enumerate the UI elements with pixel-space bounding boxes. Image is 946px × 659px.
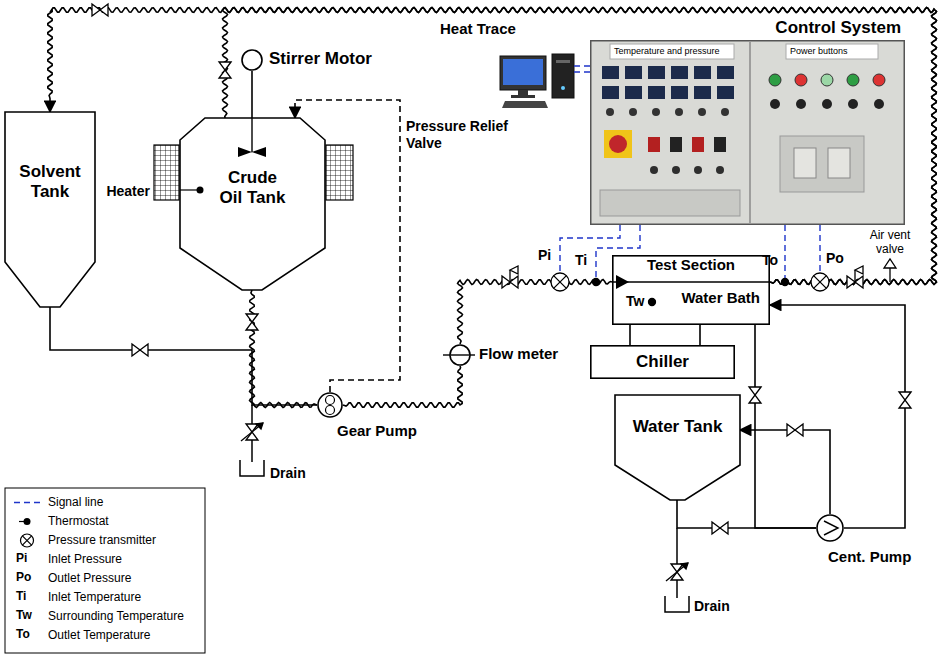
pipe-line: [699, 325, 701, 345]
drain-label: Drain: [270, 465, 306, 482]
legend-key: Ti: [16, 589, 26, 603]
legend-row: Inlet Temperature: [10, 589, 202, 606]
pipe-line: [629, 325, 631, 345]
node-label: Water Bath: [681, 289, 760, 307]
centrifugal-pump-outline: [816, 514, 844, 542]
legend-key: Pi: [16, 551, 27, 565]
flow-meter-outline: [449, 344, 471, 366]
node-label: Solvent Tank: [10, 162, 90, 202]
node-label: Test Section: [647, 256, 735, 274]
node-heading: Control System: [775, 18, 901, 38]
pipe-line: [755, 325, 816, 528]
valve-label: Pressure Relief Valve: [406, 118, 521, 152]
legend-sample: [12, 494, 42, 511]
legend-row: Thermostat: [10, 513, 202, 530]
stirrer-motor: Stirrer Motor: [241, 49, 263, 71]
signal-name: Po: [826, 250, 844, 267]
chiller: Chiller: [590, 345, 735, 379]
panel-label: Power buttons: [790, 46, 848, 57]
pipe-line: [770, 305, 905, 528]
valve-symbol: [92, 4, 911, 581]
panel-label: Temperature and pressure: [614, 46, 720, 57]
heat-traced-pipe: [343, 366, 462, 407]
legend-row: Signal line: [10, 494, 202, 511]
test-section: Test SectionWater Bath: [612, 255, 770, 325]
node-heading: Stirrer Motor: [269, 49, 372, 69]
legend-text: Outlet Temperature: [48, 628, 240, 643]
signal-name: Pi: [538, 247, 551, 264]
flow-meter: Flow meter: [449, 344, 471, 366]
drain-label: Drain: [694, 598, 730, 615]
water-tank-outline: [615, 395, 740, 500]
heat-traced-pipe: [223, 8, 937, 285]
node-label: Water Tank: [633, 417, 723, 437]
signal-name: Ti: [575, 252, 587, 269]
legend-sample: [12, 513, 42, 530]
valve-label: Air vent valve: [862, 228, 918, 256]
signal-name: To: [762, 252, 778, 269]
air-vent-symbol: [884, 259, 896, 282]
legend-row: Outlet Pressure: [10, 570, 202, 587]
legend-text: Signal line: [48, 495, 240, 510]
water-tank: Water Tank: [615, 395, 740, 500]
legend-text: Outlet Pressure: [48, 571, 240, 586]
solvent-tank-outline: [5, 112, 95, 307]
computer: [500, 54, 574, 108]
solvent-tank: Solvent Tank: [5, 112, 95, 307]
legend-row: Inlet Pressure: [10, 551, 202, 568]
legend-key: Po: [16, 570, 31, 584]
part-label: Heater: [106, 183, 150, 200]
heat-traced-pipe: [458, 280, 612, 344]
control-system-outline: [590, 40, 905, 225]
part-label: Heat Trace: [440, 20, 516, 38]
node-heading: Gear Pump: [337, 422, 417, 440]
node-label: Crude Oil Tank: [215, 168, 291, 208]
pipe-line: [50, 307, 317, 405]
node-heading: Flow meter: [479, 345, 558, 363]
crude-oil-tank: Crude Oil Tank: [180, 118, 325, 290]
legend-key: Tw: [16, 608, 32, 622]
pipe-line: [740, 430, 830, 514]
node-heading: Cent. Pump: [828, 548, 911, 566]
legend-row: Pressure transmitter: [10, 532, 202, 549]
legend-row: Surrounding Temperature: [10, 608, 202, 625]
legend-text: Inlet Pressure: [48, 552, 240, 567]
pipe-line: [251, 71, 253, 118]
heat-traced-pipe: [250, 290, 317, 407]
node-label: Chiller: [636, 352, 689, 372]
legend-row: Outlet Temperature: [10, 627, 202, 644]
stirrer-motor-outline: [241, 49, 263, 71]
signal-name: Tw: [626, 293, 644, 310]
legend-text: Surrounding Temperature: [48, 609, 240, 624]
pipe-line: [677, 500, 816, 528]
legend-text: Inlet Temperature: [48, 590, 240, 605]
control-system: Control System: [590, 40, 905, 225]
gear-pump-outline: [317, 392, 343, 418]
legend-key: To: [16, 627, 30, 641]
centrifugal-pump: Cent. Pump: [816, 514, 844, 542]
legend-sample: [12, 532, 42, 549]
legend-text: Pressure transmitter: [48, 533, 240, 548]
legend-text: Thermostat: [48, 514, 240, 529]
gear-pump: Gear Pump: [317, 392, 343, 418]
